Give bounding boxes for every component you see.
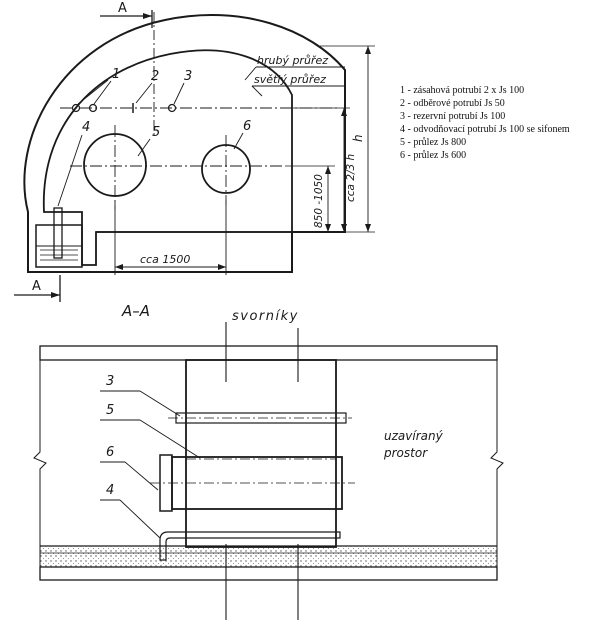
section-title: A–A (121, 302, 150, 320)
callout-top-4: 4 (82, 120, 90, 135)
section-mark-top: A (118, 1, 127, 16)
section-arrow-top: A (100, 1, 153, 28)
water-channel (40, 546, 497, 567)
callout-top-3: 3 (184, 69, 192, 84)
drain-pipe-section (159, 531, 341, 561)
callout-section-5: 5 (106, 403, 114, 418)
callout-top-5: 5 (152, 125, 160, 140)
section-arrow-bottom: A (14, 275, 61, 302)
dim-height-mid: cca 2/3 h (345, 154, 357, 202)
legend-item-2: 2 - odběrové potrubí Js 50 (400, 98, 505, 109)
label-clear-profile: světlý průřez (254, 73, 326, 86)
legend-item-5: 5 - průlez Js 800 (400, 137, 466, 148)
label-bolts: svorníky (232, 309, 299, 324)
dimensions: cca 1500 850 -1050 cca 2/3 h h (114, 45, 375, 275)
label-space-line2: prostor (383, 446, 428, 460)
section-mark-bottom: A (32, 279, 41, 294)
dim-height-low: 850 -1050 (313, 174, 325, 228)
label-rough-profile: hrubý průřez (257, 54, 328, 67)
legend-item-1: 1 - zásahová potrubí 2 x Js 100 (400, 85, 524, 96)
outer-tunnel-wall (23, 14, 346, 273)
ceiling-slab (39, 345, 498, 361)
top-callouts: 1 2 3 4 5 6 (57, 67, 251, 207)
drain-sump (35, 207, 83, 268)
pipe-3 (167, 103, 177, 113)
callout-top-1: 1 (112, 67, 120, 82)
callout-section-3: 3 (106, 374, 114, 389)
callout-top-2: 2 (151, 69, 159, 84)
callout-top-6: 6 (243, 119, 251, 134)
callout-section-6: 6 (106, 445, 114, 460)
dim-height-full: h (351, 134, 365, 142)
section-view: A–A svorníky 3 (33, 302, 504, 620)
section-callouts: 3 5 6 4 (100, 374, 201, 539)
floor-slab (39, 566, 498, 581)
concrete-plug (185, 359, 337, 548)
legend-item-4: 4 - odvodňovací potrubí Js 100 se sifone… (400, 124, 570, 135)
callout-section-4: 4 (106, 483, 114, 498)
tunnel-cross-section: A A 1 2 3 4 5 6 hrubý průřez (14, 1, 375, 302)
pipe-1b (88, 103, 98, 113)
legend: 1 - zásahová potrubí 2 x Js 100 2 - odbě… (400, 85, 570, 161)
legend-item-3: 3 - rezervní potrubí Js 100 (400, 111, 505, 122)
label-space-line1: uzavíraný (384, 429, 444, 443)
pipe-1a (71, 103, 81, 113)
legend-item-6: 6 - průlez Js 600 (400, 150, 466, 161)
dim-width: cca 1500 (140, 253, 190, 266)
profile-labels: hrubý průřez světlý průřez (244, 54, 345, 97)
inner-tunnel-profile (42, 49, 293, 266)
